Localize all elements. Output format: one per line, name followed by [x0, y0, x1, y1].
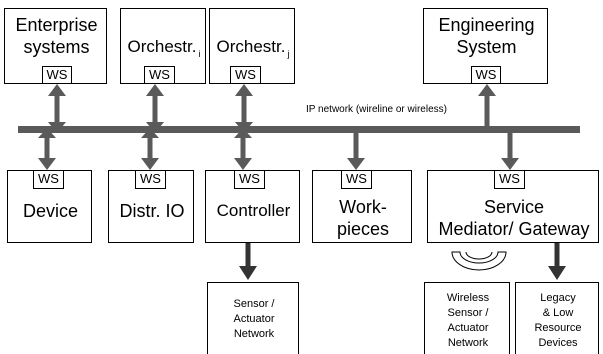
legacy-line3: Resource	[534, 322, 582, 334]
orchestrator-i-label: Orchestr.i	[121, 37, 207, 59]
arrowhead-controller-sensor	[239, 266, 257, 280]
wireless-network-line2: Sensor /	[447, 307, 489, 319]
wireless-sensor-network-box: Wireless Sensor / Actuator Network	[424, 282, 510, 354]
sensor-network-line3: Network	[233, 328, 275, 340]
arrowhead-mediator-down	[501, 158, 519, 170]
device-box: WS Device	[7, 170, 92, 243]
mediator-label-line1: Service	[483, 197, 545, 217]
ws-badge: WS	[144, 66, 175, 84]
ws-badge: WS	[341, 170, 372, 189]
workpieces-label-line1: Work-	[339, 197, 387, 217]
sensor-network-line2: Actuator	[233, 313, 275, 325]
arrowhead-controller-up	[234, 128, 252, 138]
arrowhead-device-up	[38, 128, 56, 138]
arrowhead-workpieces-down	[347, 158, 365, 170]
ws-badge: WS	[33, 170, 64, 189]
orchestrator-i-text: Orchestr.	[127, 37, 197, 56]
ws-badge: WS	[494, 170, 525, 189]
up-arrows	[48, 84, 496, 133]
workpieces-label-line2: pieces	[336, 219, 390, 239]
service-mediator-box: WS Service Mediator/ Gateway	[427, 170, 599, 243]
down-arrows	[38, 128, 519, 170]
ip-network-bus	[18, 126, 580, 133]
ws-badge: WS	[135, 170, 166, 189]
wireless-network-line1: Wireless	[446, 292, 490, 304]
sensor-actuator-network-box: Sensor / Actuator Network	[207, 282, 299, 354]
orchestrator-j-text: Orchestr.	[216, 37, 286, 56]
arrowhead-distr-io-up	[141, 128, 159, 138]
device-label: Device	[22, 201, 79, 221]
network-label: IP network (wireline or wireless)	[306, 104, 447, 115]
engineering-label-line1: Engineering	[438, 15, 535, 35]
wireless-icon	[451, 251, 507, 271]
distr-io-label: Distr. IO	[119, 201, 185, 221]
engineering-label-line2: System	[456, 37, 517, 57]
arrowhead-distr-io-down	[141, 158, 159, 170]
sensor-network-line1: Sensor /	[233, 298, 275, 310]
engineering-system-box: Engineering System WS	[423, 8, 548, 84]
controller-box: WS Controller	[205, 170, 300, 243]
distr-io-box: WS Distr. IO	[108, 170, 194, 243]
enterprise-label-line1: Enterprise	[15, 15, 98, 35]
arrowhead-orch-j-up	[235, 84, 253, 96]
arrowhead-orch-j-down	[235, 122, 253, 133]
arrowhead-controller-down	[234, 158, 252, 170]
legacy-line2: & Low	[542, 307, 574, 319]
legacy-line4: Devices	[538, 337, 578, 349]
orchestrator-j-box: Orchestr.j WS	[209, 8, 295, 84]
arrowhead-enterprise-down	[48, 122, 66, 133]
arrowhead-enterprise-up	[48, 84, 66, 96]
ws-badge: WS	[234, 170, 265, 189]
legacy-devices-box: Legacy & Low Resource Devices	[515, 282, 599, 354]
arrowhead-engineering-up	[478, 84, 496, 96]
enterprise-label-line2: systems	[23, 37, 90, 57]
orchestrator-i-subscript: i	[198, 49, 201, 59]
controller-label: Controller	[216, 201, 291, 220]
wireless-network-line3: Actuator	[447, 322, 489, 334]
enterprise-systems-box: Enterprise systems WS	[4, 8, 107, 84]
orchestrator-i-box: Orchestr.i WS	[120, 8, 206, 84]
arrowhead-orch-i-up	[146, 84, 164, 96]
wireless-network-line4: Network	[447, 337, 489, 349]
arrowhead-gateway-legacy	[548, 266, 566, 280]
legacy-line1: Legacy	[540, 292, 576, 304]
mediator-label-line2: Mediator/ Gateway	[438, 219, 590, 239]
ws-badge: WS	[230, 66, 261, 84]
leaf-arrows	[239, 243, 566, 280]
orchestrator-j-label: Orchestr.j	[210, 37, 296, 59]
arrowhead-device-down	[38, 158, 56, 170]
arrowhead-orch-i-down	[146, 122, 164, 133]
workpieces-box: WS Work- pieces	[312, 170, 412, 243]
ws-badge: WS	[42, 66, 72, 84]
orchestrator-j-subscript: j	[287, 49, 290, 59]
ws-badge: WS	[471, 66, 501, 84]
